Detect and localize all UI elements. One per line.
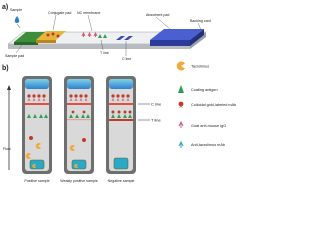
conjugate-pad (36, 31, 66, 43)
legend-item-coating-antigen: Coating antigen (178, 85, 218, 93)
leader-t-line (100, 39, 104, 51)
mab-icon (178, 140, 184, 148)
t-line-antigens (27, 114, 48, 118)
c-line-receptors (27, 94, 46, 102)
label-c-line-b: C line (151, 102, 162, 107)
legend-label: Goat anti-mouse IgG (191, 124, 226, 128)
label-backing-card: Backing card (190, 19, 211, 23)
strip-positive (22, 76, 52, 174)
coating-antigens-strip (98, 34, 107, 38)
absorbent-pad (150, 29, 204, 46)
label-sample: Sample (10, 8, 22, 12)
leader-conjugate (52, 14, 57, 31)
label-nc-membrane: NC membrane (77, 11, 100, 15)
caption-positive: Positive sample (24, 179, 49, 183)
legend-item-goat-igg: Goat anti-mouse IgG (178, 120, 226, 128)
legend-item-tacrolimus: Tacrolimus (176, 61, 209, 71)
c-line-marker (116, 36, 133, 40)
label-flow: Flow (3, 147, 11, 151)
caption-weakly-positive: Weakly positive sample (60, 179, 97, 183)
c-line-band (25, 103, 49, 105)
igg-icon (178, 120, 184, 128)
strip-weakly-positive (64, 76, 94, 174)
label-t-line-a: T line (100, 51, 109, 55)
strip-negative (106, 76, 136, 174)
label-absorbent-pad: Absorbent pad (146, 13, 169, 17)
sample-drop-icon (14, 16, 21, 29)
pacman-icon (176, 61, 185, 71)
sample-region (69, 138, 87, 170)
label-sample-pad: Sample pad (5, 54, 24, 58)
legend-item-gold-mab: Colloidal gold-labeled mAb (178, 101, 236, 108)
gold-mab-stem (179, 105, 183, 108)
legend-label: Colloidal gold-labeled mAb (191, 103, 236, 107)
leader-backing (197, 22, 203, 33)
c-line-receptors (111, 94, 130, 102)
t-line-band-weak (67, 119, 91, 121)
legend-item-anti-tacrolimus: Anti-tacrolimus mAb (178, 140, 225, 148)
label-t-line-b: T line (151, 118, 161, 123)
legend-label: Anti-tacrolimus mAb (191, 143, 225, 147)
t-line-band (109, 119, 133, 121)
flow-arrow-icon (7, 85, 11, 170)
panel-a-label: a) (2, 4, 8, 11)
sample-region (113, 157, 129, 170)
lfia-diagram: a) S (2, 4, 236, 183)
sample-region (25, 136, 45, 170)
t-line-antigens (111, 110, 132, 118)
caption-negative: Negative sample (108, 179, 135, 183)
c-line-receptors (69, 94, 88, 102)
leader-sample-pad (15, 44, 23, 54)
gold-mab-icon (178, 101, 184, 107)
legend: Tacrolimus Coating antigen Colloidal gol… (176, 61, 236, 148)
c-line-band (109, 103, 133, 105)
nc-membrane-receptors (81, 31, 98, 37)
legend-label: Tacrolimus (191, 65, 209, 69)
leader-nc (87, 14, 93, 32)
panel-b-label: b) (2, 65, 9, 72)
strips-group (22, 76, 136, 174)
leader-absorbent (155, 16, 171, 30)
line-indicators (138, 103, 150, 121)
c-line-band (67, 103, 91, 105)
triangle-icon (178, 85, 184, 93)
t-line-antigens (69, 110, 90, 118)
label-conjugate-pad: Conjugate pad (48, 11, 71, 15)
label-c-line-a: C line (122, 57, 131, 61)
legend-label: Coating antigen (191, 88, 218, 92)
